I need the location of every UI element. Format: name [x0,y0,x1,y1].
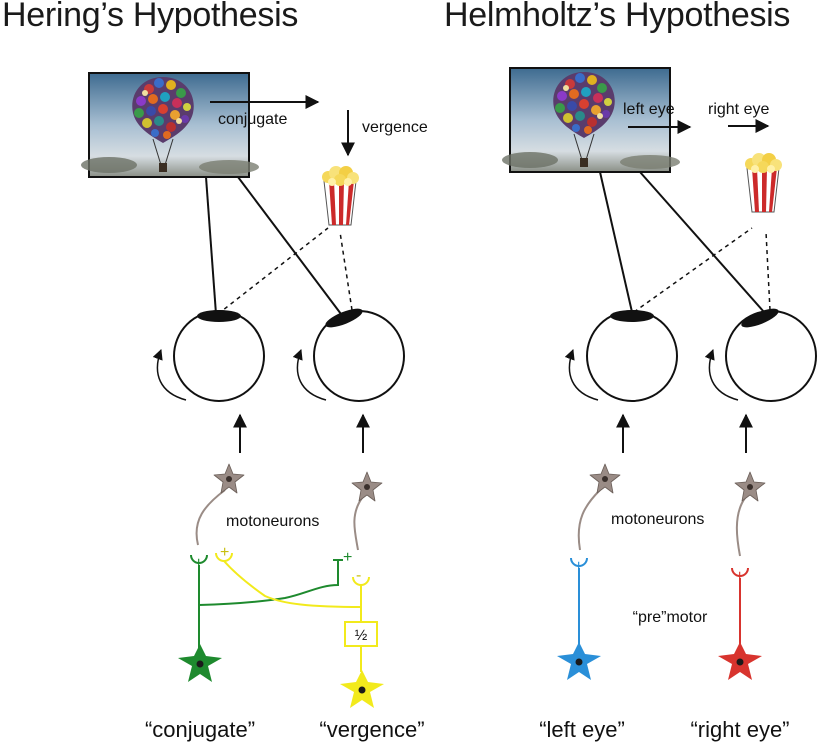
right-eye-dashed-line [765,231,771,311]
title-herings-hypothesis: Hering’s Hypothesis [2,0,299,34]
left-eye-dashed-line [633,227,753,313]
right-eye-sightline [237,176,345,319]
left-eye-sightline [205,176,217,315]
right-eye-sightline [639,171,765,313]
vergence-premotor-neuron [340,670,384,708]
right-motoneuron [351,471,383,502]
left-eye-pathway [570,557,588,652]
motoneurons-label: motoneurons [611,511,704,528]
vergence-sign-right: - [356,567,361,584]
vergence-pathway [215,552,378,672]
right-eye-premotor-neuron [718,642,762,680]
left-eye-rotation-arrow [152,349,187,401]
left-motoneuron-axon [577,489,601,551]
left-eye-sightline [599,171,633,313]
left-eye-premotor-neuron [557,642,601,680]
hering-panel: conjugate vergence motoneurons [80,72,428,742]
left-eye-caption: “left eye” [539,717,625,742]
right-eye-arrow-label: right eye [708,101,769,118]
conjugate-caption: “conjugate” [145,717,255,742]
left-eye-sign: + [574,558,583,575]
left-motoneuron [213,463,245,494]
conjugate-sign-left: + [194,555,203,572]
right-eyeball [313,308,405,402]
right-eye-rotation-arrow [704,349,739,401]
helmholtz-panel: left eye right eye motoneurons + [501,67,817,742]
right-motoneuron-axon [735,497,746,557]
right-eye-sign: + [735,568,744,585]
balloon-photo [501,67,681,173]
premotor-label: “pre”motor [633,609,708,626]
half-weight-label: ½ [355,627,368,644]
left-eyeball [173,310,265,402]
left-eye-dashed-line [217,227,329,315]
conjugate-arrow-label: conjugate [218,111,287,128]
title-helmholtzs-hypothesis: Helmholtz’s Hypothesis [444,0,791,34]
conjugate-sign-right: + [343,549,352,566]
left-eye-arrow-label: left eye [623,101,675,118]
popcorn-icon [321,165,360,226]
vergence-sign-left: + [220,544,229,561]
left-motoneuron [589,463,621,494]
left-eye-rotation-arrow [564,349,599,401]
right-eye-caption: “right eye” [690,717,789,742]
vergence-caption: “vergence” [319,717,424,742]
right-motoneuron [734,471,766,502]
vergence-arrow-label: vergence [362,119,428,136]
conjugate-pathway [190,554,343,660]
right-eye-rotation-arrow [292,349,327,401]
right-eyeball [725,308,817,402]
right-motoneuron-axon [353,497,363,551]
conjugate-premotor-neuron [178,644,222,682]
popcorn-icon [744,152,783,213]
left-eyeball [586,310,678,402]
right-eye-pathway [731,567,749,652]
right-eye-dashed-line [339,231,353,311]
motoneurons-label: motoneurons [226,513,319,530]
left-motoneuron-axon [195,489,226,546]
